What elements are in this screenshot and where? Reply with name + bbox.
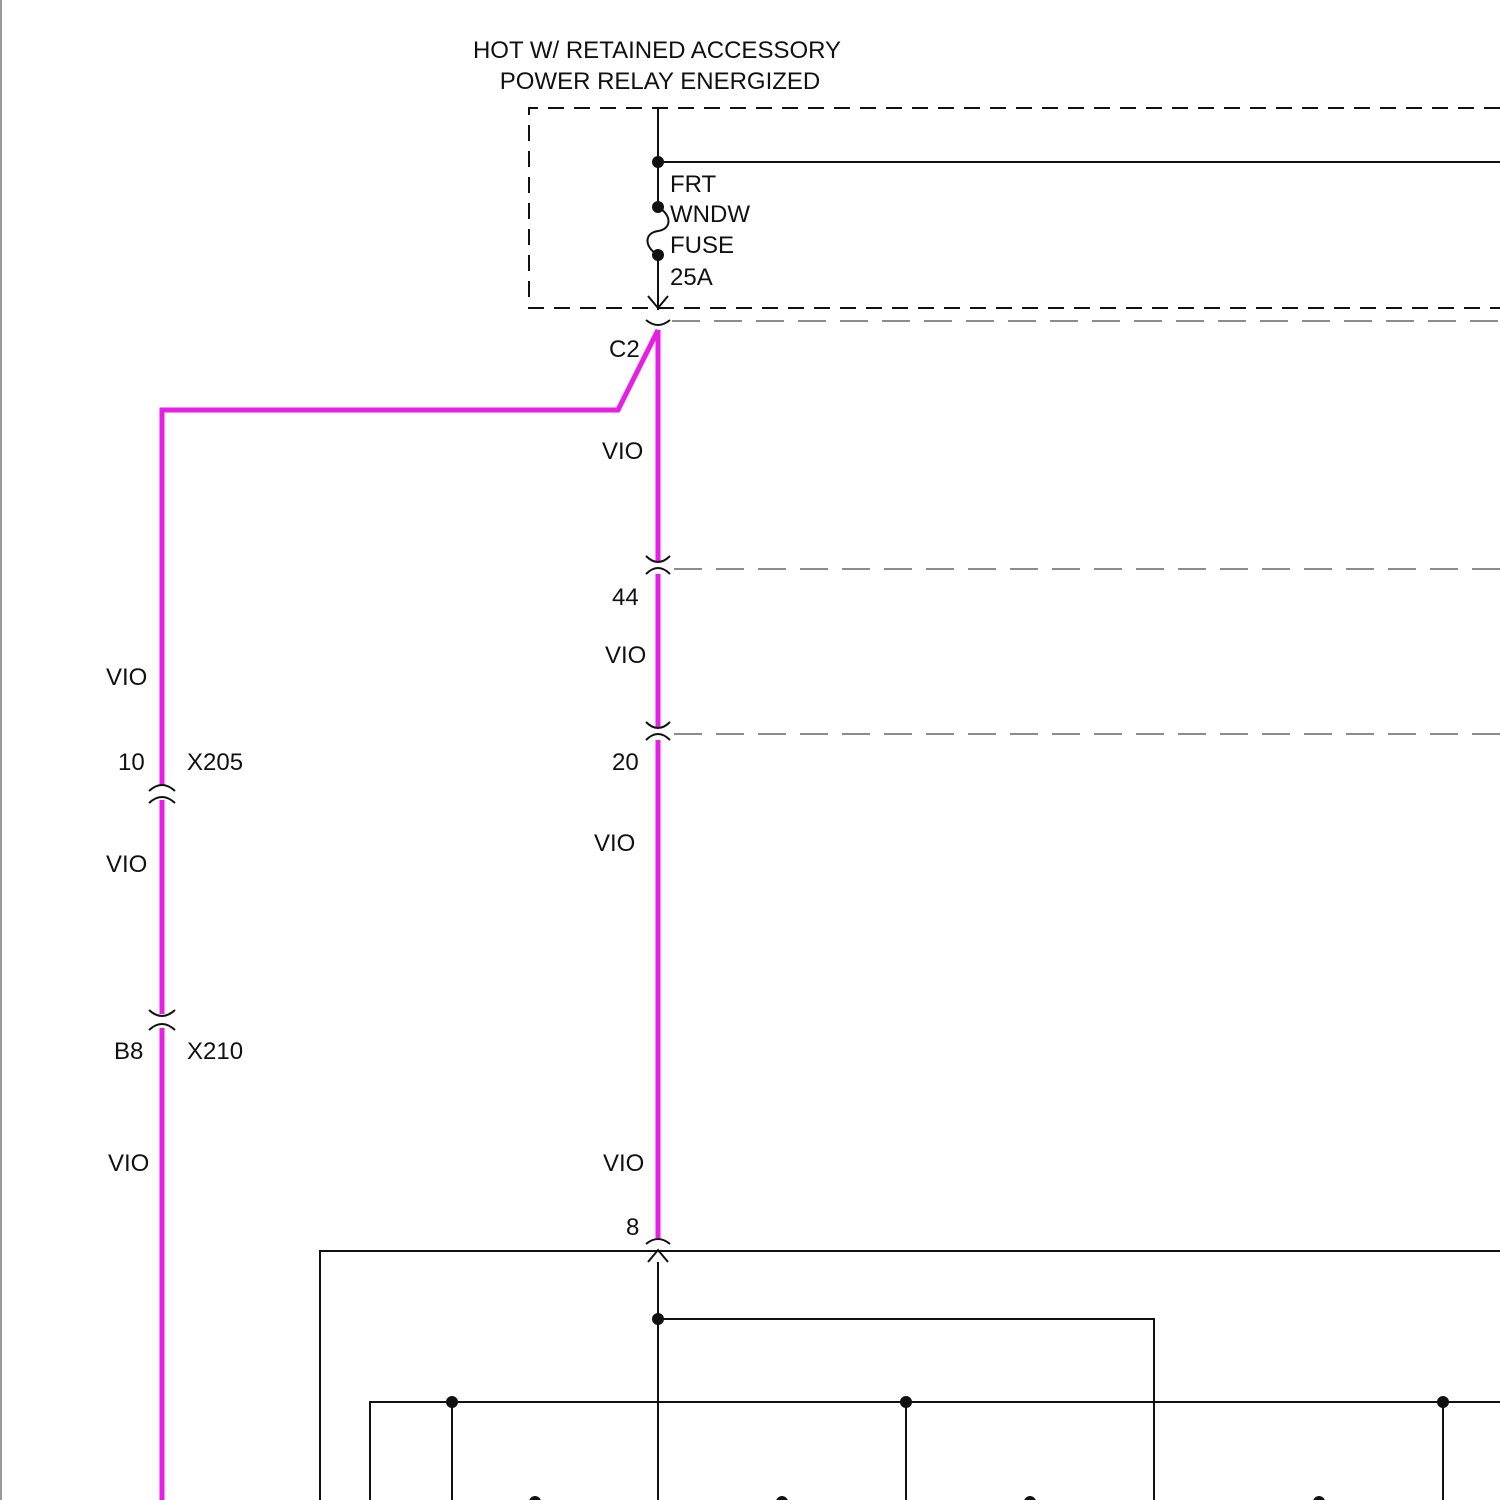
wire-color-label: VIO (605, 642, 646, 669)
switch-contact-dot (776, 1496, 788, 1500)
fuse-element-icon (648, 207, 669, 255)
wire-color-label: VIO (603, 1150, 644, 1177)
connector-x210-label: X210 (187, 1038, 243, 1065)
connector-8-icon (646, 1239, 670, 1244)
power-source-title-line-1: HOT W/ RETAINED ACCESSORY (473, 37, 841, 64)
switch-assembly-boundary (320, 1251, 1500, 1500)
vio-wire-branch (162, 330, 658, 785)
connector-pin-10: 10 (118, 749, 145, 776)
splice-dot (652, 156, 664, 168)
switch-internal-bus (370, 1402, 1500, 1500)
connector-pin-44: 44 (612, 584, 639, 611)
fuse-rating: 25A (670, 264, 713, 291)
fuse-label-line-3: FUSE (670, 232, 734, 259)
fuse-label-line-1: FRT (670, 171, 717, 198)
switch-contact-dot (529, 1496, 541, 1500)
wire-color-label: VIO (106, 851, 147, 878)
wire-color-label: VIO (106, 664, 147, 691)
connector-c2-label: C2 (609, 336, 640, 363)
connector-x205-label: X205 (187, 749, 243, 776)
wire-color-label: VIO (594, 830, 635, 857)
switch-contact-dot (1313, 1496, 1325, 1500)
wire-color-label: VIO (602, 438, 643, 465)
connector-pin-20: 20 (612, 749, 639, 776)
connector-pin-8: 8 (626, 1214, 639, 1241)
fuse-label-line-2: WNDW (670, 201, 750, 228)
switch-contact-dot (1024, 1496, 1036, 1500)
power-source-title-line-2: POWER RELAY ENERGIZED (500, 68, 821, 95)
connector-c2-icon (646, 320, 670, 325)
wire-color-label: VIO (108, 1150, 149, 1177)
connector-pin-b8: B8 (114, 1038, 143, 1065)
